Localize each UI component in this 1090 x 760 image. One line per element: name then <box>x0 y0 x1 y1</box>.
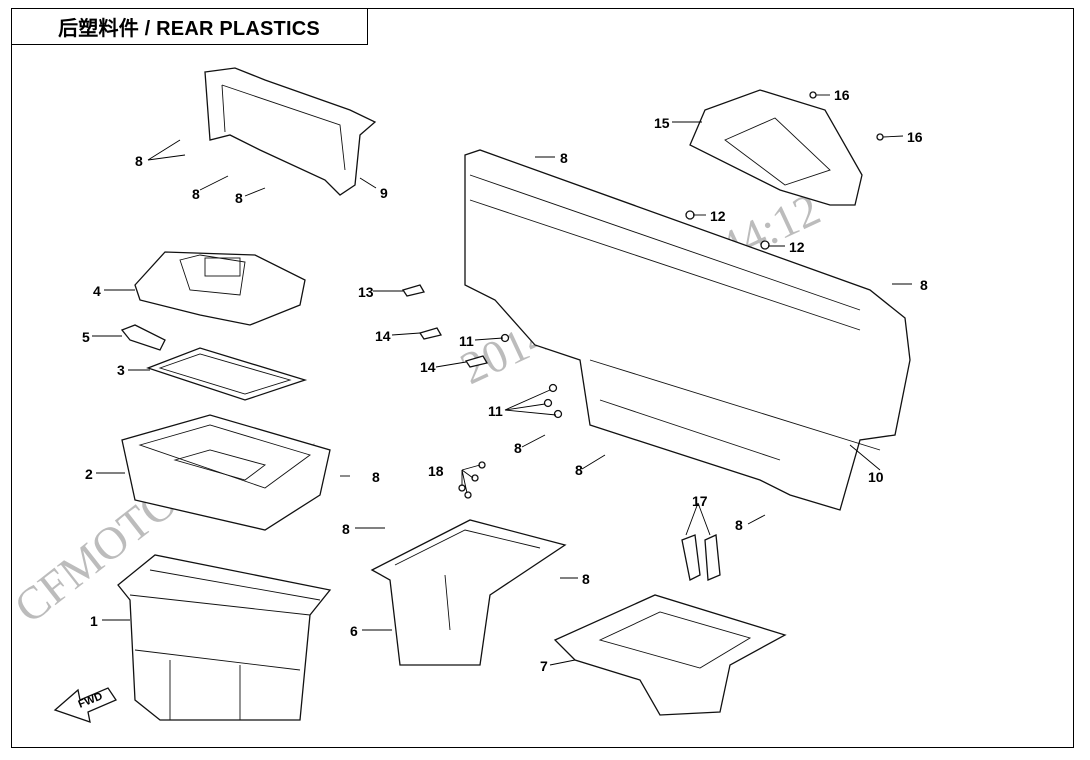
fwd-arrow-icon: FWD <box>53 687 117 723</box>
drawing-frame <box>11 8 1074 748</box>
part-12-nut-a <box>685 210 695 220</box>
part-16-screw-b <box>876 133 884 141</box>
part-14-pad-b <box>464 355 488 368</box>
callout-11b: 11 <box>488 403 503 419</box>
leader-lines <box>92 94 912 666</box>
part-13-pad <box>401 284 425 297</box>
callout-16a: 16 <box>834 87 850 103</box>
callout-1: 1 <box>90 613 98 629</box>
callout-8f: 8 <box>372 469 380 485</box>
callout-18: 18 <box>428 463 444 479</box>
callout-8k: 8 <box>735 517 743 533</box>
part-11-nut-c <box>543 398 553 408</box>
part-17-clips <box>681 534 721 581</box>
callout-14a: 14 <box>375 328 391 344</box>
part-2-box-liner <box>121 414 331 531</box>
part-7-floor-tray <box>553 594 787 716</box>
part-15-cover <box>689 89 863 206</box>
part-14-pad-a <box>418 327 442 340</box>
callout-15: 15 <box>654 115 670 131</box>
callout-13: 13 <box>358 284 374 300</box>
callout-17: 17 <box>692 493 708 509</box>
callout-2: 2 <box>85 466 93 482</box>
callout-6: 6 <box>350 623 358 639</box>
callout-8h: 8 <box>514 440 522 456</box>
part-18-clip-d <box>464 491 472 499</box>
part-11-nut-d <box>553 409 563 419</box>
part-1-storage-box <box>117 554 332 721</box>
callout-8g: 8 <box>342 521 350 537</box>
callout-8b: 8 <box>192 186 200 202</box>
callout-4: 4 <box>93 283 101 299</box>
part-9-upper-panel <box>204 67 377 196</box>
title-box: 后塑料件 / REAR PLASTICS <box>11 8 368 45</box>
callout-14b: 14 <box>420 359 436 375</box>
callout-8e: 8 <box>920 277 928 293</box>
callout-11a: 11 <box>459 333 474 349</box>
callout-5: 5 <box>82 329 90 345</box>
callout-10: 10 <box>868 469 884 485</box>
callout-8j: 8 <box>582 571 590 587</box>
part-10-rear-panel <box>464 149 911 511</box>
callout-3: 3 <box>117 362 125 378</box>
callout-8a: 8 <box>135 153 143 169</box>
callout-8i: 8 <box>575 462 583 478</box>
part-16-screw-a <box>809 91 817 99</box>
part-12-nut-b <box>760 240 770 250</box>
callout-12a: 12 <box>710 208 726 224</box>
callout-7: 7 <box>540 658 548 674</box>
part-6-bin <box>370 519 567 666</box>
callout-9: 9 <box>380 185 388 201</box>
callout-8d: 8 <box>560 150 568 166</box>
part-3-gasket <box>146 347 308 401</box>
callout-8c: 8 <box>235 190 243 206</box>
page-title: 后塑料件 / REAR PLASTICS <box>58 17 320 40</box>
callout-16b: 16 <box>907 129 923 145</box>
part-4-tray <box>134 251 306 326</box>
part-11-nut-b <box>548 383 558 393</box>
part-5-bracket <box>120 324 166 351</box>
callout-12b: 12 <box>789 239 805 255</box>
part-18-clip-b <box>471 474 479 482</box>
